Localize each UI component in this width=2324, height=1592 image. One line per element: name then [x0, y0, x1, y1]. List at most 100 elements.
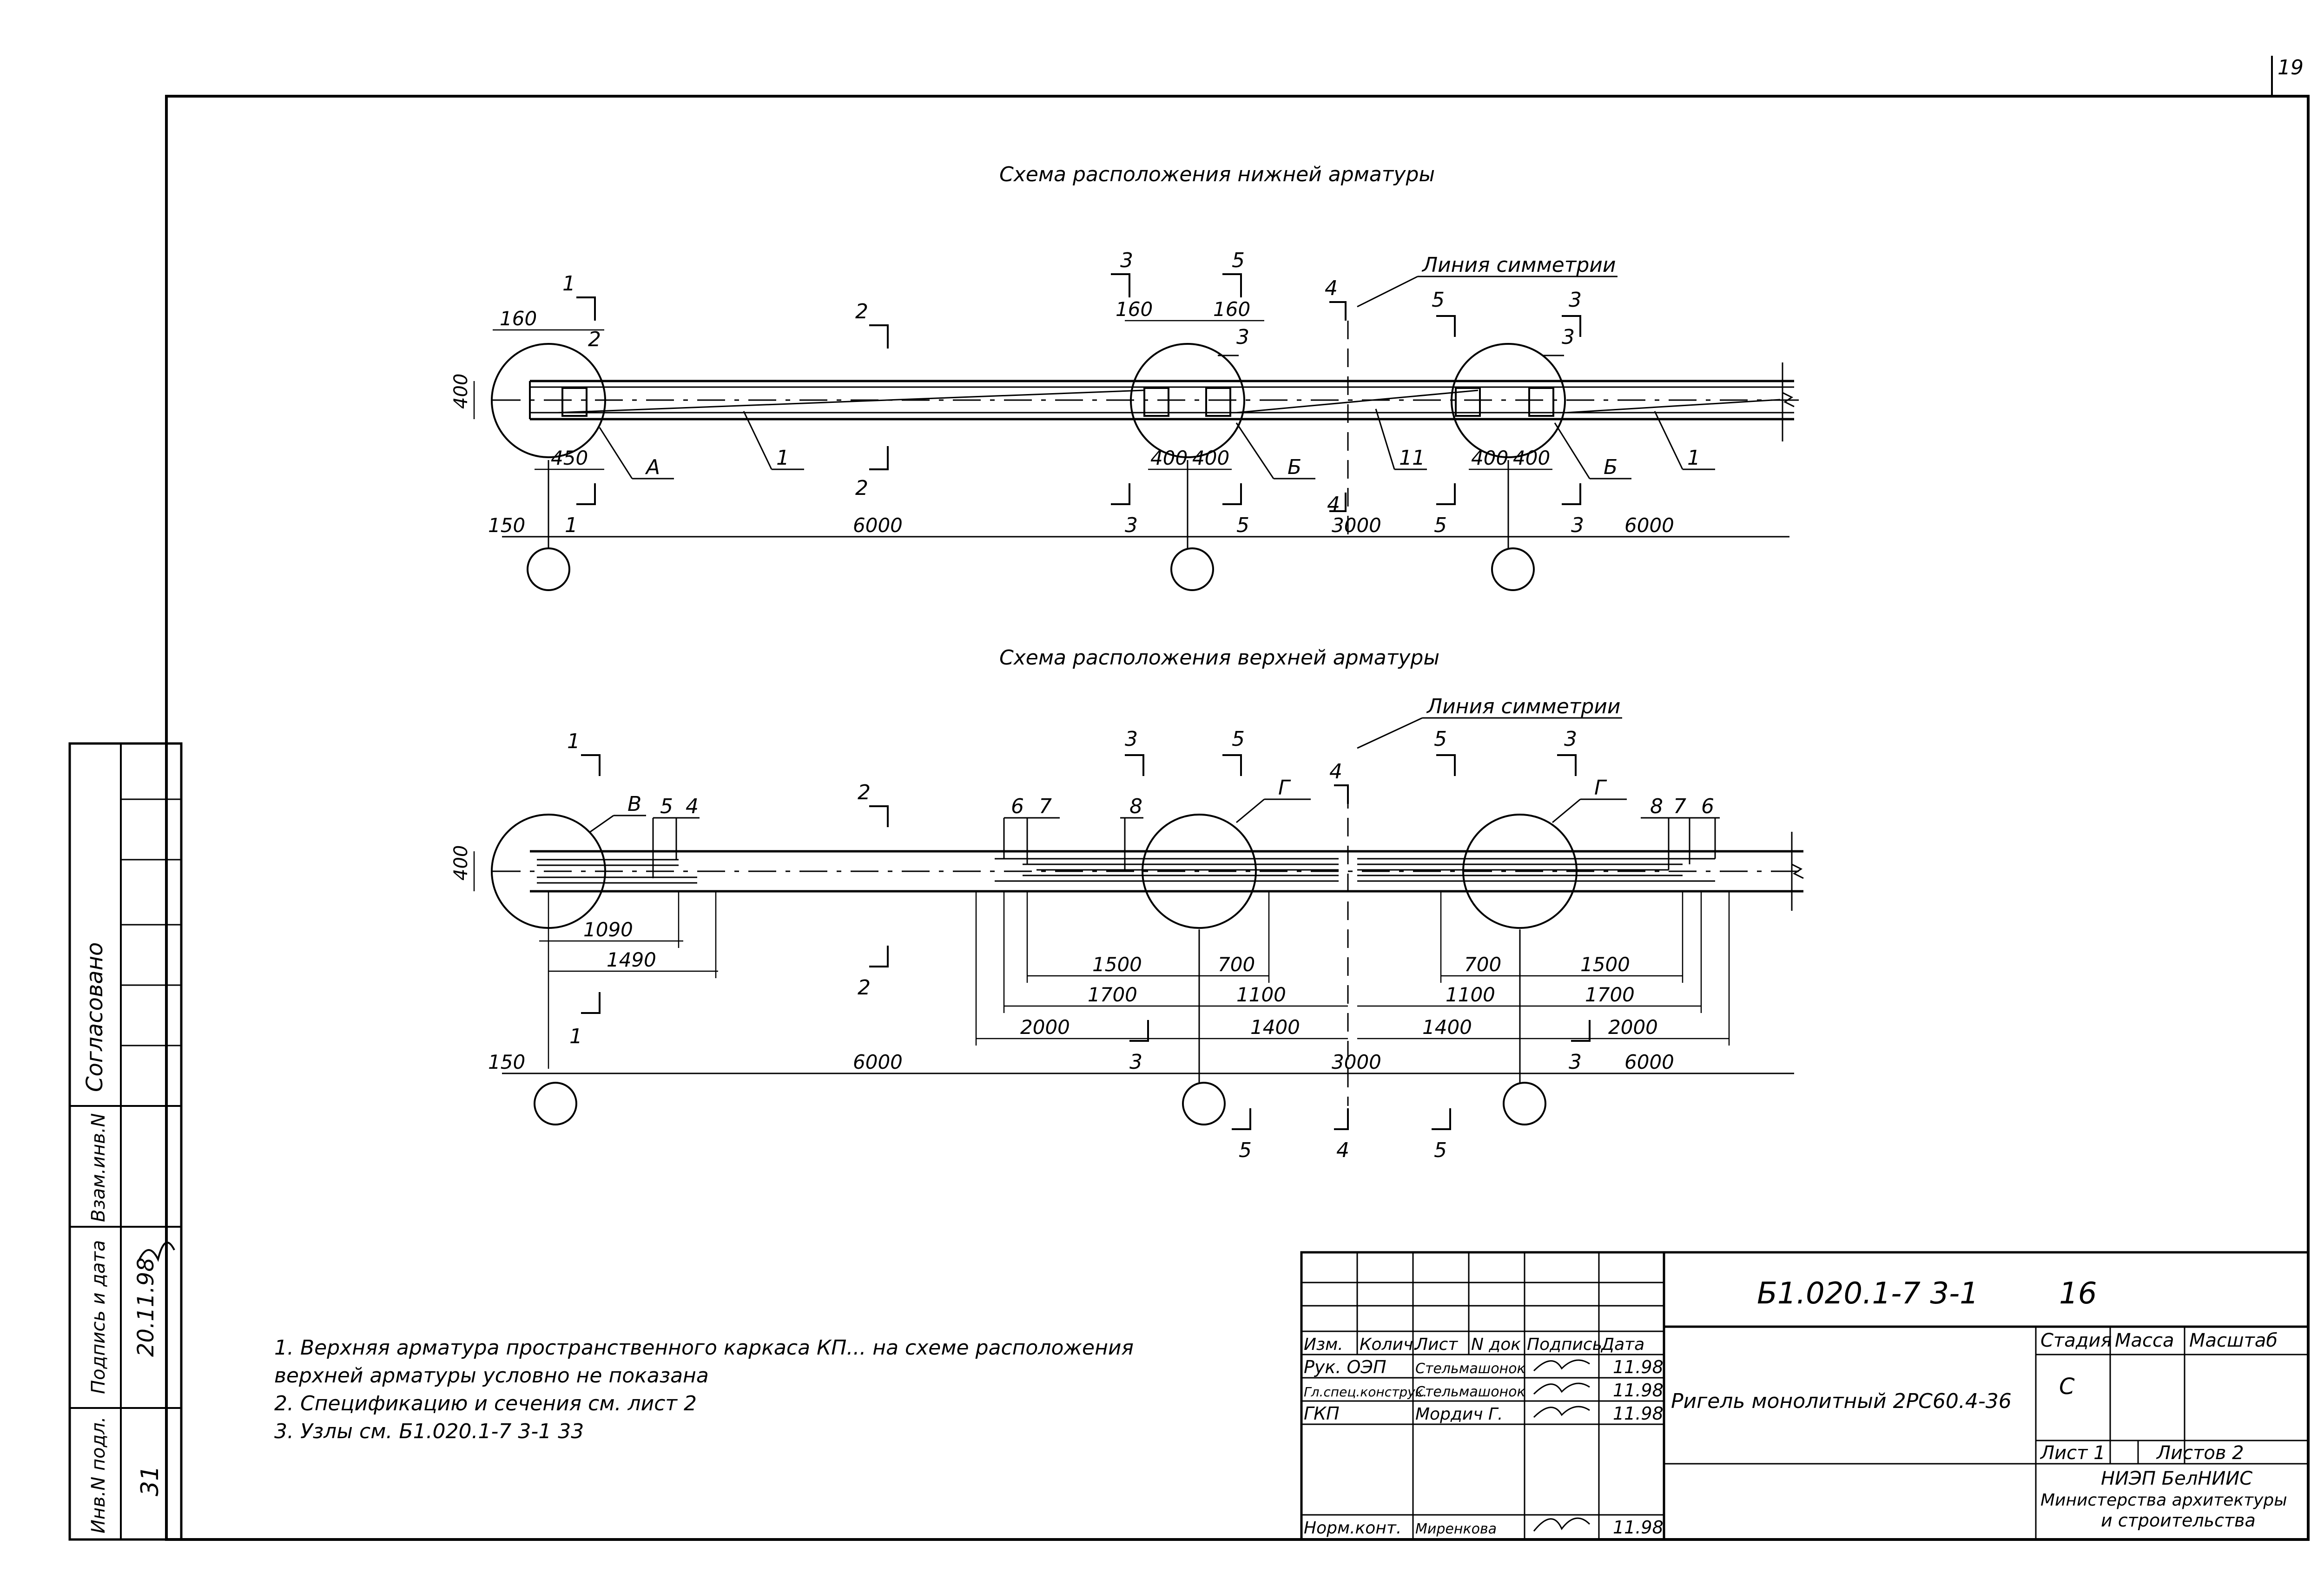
position-label: 8 — [1650, 795, 1663, 818]
embed-plate — [1528, 387, 1554, 417]
title-block: Б1.020.1-7 3-1 16 Изм. Колич. Лист N док… — [1300, 1251, 2310, 1541]
stamp-inv-orig-label: Инв.N подл. — [88, 1416, 109, 1533]
position-label: 3 — [1562, 325, 1575, 349]
symmetry-leader — [1357, 276, 1418, 308]
signature — [1533, 1382, 1590, 1395]
section-mark-label: 2 — [855, 300, 868, 323]
node-label-b: Б — [1604, 455, 1618, 479]
header-list: Лист — [1414, 1335, 1458, 1354]
embed-plate — [1143, 387, 1169, 417]
stamp-signature — [139, 1242, 175, 1262]
dim-label: 160 — [500, 307, 537, 330]
column-circle-right — [1451, 343, 1566, 458]
section-mark-label: 3 — [1571, 513, 1584, 537]
section-marks — [581, 754, 1591, 1130]
dim-label-vertical: 400 — [450, 845, 472, 881]
node-label-a: А — [645, 455, 660, 479]
node-leader — [1236, 798, 1265, 823]
dim-lines-middle — [975, 892, 1348, 1046]
position-label: 1 — [1687, 446, 1700, 470]
bottom-diagram-title: Схема расположения нижней арматуры — [999, 163, 1435, 186]
sheet-frame — [165, 95, 2310, 1541]
top-bars-right — [1357, 858, 1715, 882]
position-leader — [1654, 411, 1684, 470]
note-line: верхней арматуры условно не показана — [274, 1364, 709, 1388]
bar-diagonal-1 — [557, 389, 1144, 414]
top-bars-left — [537, 859, 697, 884]
dim-label-vertical: 400 — [450, 374, 472, 409]
position-label: 6 — [1701, 795, 1714, 818]
axis-marker-circle — [1182, 1082, 1226, 1125]
document-code-suffix: 16 — [2059, 1276, 2097, 1311]
section-mark-label: 3 — [1120, 249, 1133, 272]
section-mark-label: 5 — [1432, 288, 1445, 312]
dim-label: 6000 — [853, 514, 903, 537]
axis-marker-circle — [1170, 547, 1214, 591]
axis-marker-circle — [1503, 1082, 1546, 1125]
position-label: 7 — [1039, 795, 1052, 818]
column-circle-middle — [1130, 343, 1245, 458]
dim-label: 400 — [1513, 447, 1550, 469]
break-mark — [1782, 392, 1795, 408]
org-line: НИЭП БелНИИС — [2101, 1468, 2252, 1489]
dim-label: 6000 — [853, 1051, 903, 1073]
section-mark-label: 1 — [567, 730, 580, 753]
sheet-number: 19 — [2278, 56, 2304, 79]
section-mark-label: 4 — [1336, 1138, 1349, 1162]
node-leader — [599, 427, 633, 479]
node-leader — [1552, 798, 1581, 823]
section-mark-label: 1 — [569, 1025, 582, 1048]
node-label-g: Г — [1594, 776, 1607, 800]
dim-label: 160 — [1116, 298, 1153, 321]
position-label: 1 — [776, 446, 789, 470]
row-date: 11.98 — [1613, 1357, 1664, 1377]
signature — [1533, 1517, 1591, 1532]
section-marks — [576, 273, 1581, 512]
stamp-agreed-label: Согласовано — [82, 942, 108, 1092]
dim-label: 150 — [488, 1051, 525, 1073]
node-label-b: Б — [1287, 455, 1301, 479]
position-label: 4 — [686, 795, 699, 818]
axis-marker-circle — [527, 547, 570, 591]
dim-label: 1400 — [1422, 1016, 1472, 1039]
org-line: Министерства архитектуры — [2040, 1491, 2287, 1510]
row-role: Норм.конт. — [1304, 1519, 1401, 1538]
dim-label: 3000 — [1332, 1051, 1381, 1073]
dim-label: 1100 — [1236, 983, 1286, 1006]
bottom-reinforcement-diagram: Схема расположения нижней арматуры Линия… — [450, 163, 1803, 591]
bar-diagonal-2 — [1236, 389, 1479, 414]
dim-label: 1400 — [1250, 1016, 1300, 1039]
node-leader — [1554, 422, 1591, 479]
position-label: 3 — [1236, 325, 1249, 349]
node-label-v: В — [627, 792, 641, 816]
section-mark-label: 1 — [565, 513, 578, 537]
section-mark-label: 5 — [1236, 513, 1249, 537]
position-leader — [743, 411, 772, 470]
embed-plate — [561, 387, 588, 417]
position-label: 2 — [588, 328, 601, 351]
header-sign: Подпись — [1527, 1335, 1602, 1354]
column-circle-left — [491, 343, 606, 458]
header-kol: Колич. — [1360, 1335, 1419, 1354]
left-stamp: Согласовано Взам.инв.N Подпись и дата Ин… — [68, 742, 183, 1541]
section-mark-label: 4 — [1327, 493, 1340, 516]
title-grid — [1301, 1252, 2308, 1539]
node-label-g: Г — [1278, 776, 1291, 800]
section-mark-label: 5 — [1232, 727, 1245, 751]
section-mark-label: 5 — [1434, 513, 1447, 537]
section-mark-label: 4 — [1329, 760, 1342, 783]
product-name: Ригель монолитный 2РС60.4-36 — [1671, 1389, 2012, 1413]
dim-label: 700 — [1464, 953, 1501, 976]
position-leader — [1375, 408, 1395, 470]
section-mark-label: 2 — [858, 781, 871, 804]
dim-lines-right — [1357, 892, 1730, 1046]
section-mark-label: 3 — [1129, 1050, 1142, 1074]
dim-label: 400 — [1471, 447, 1508, 469]
section-mark-label: 3 — [1125, 513, 1138, 537]
position-label: 8 — [1129, 795, 1142, 818]
position-label: 7 — [1673, 795, 1686, 818]
row-date: 11.98 — [1613, 1380, 1664, 1401]
dim-label: 6000 — [1624, 1051, 1674, 1073]
node-leader — [590, 815, 614, 833]
